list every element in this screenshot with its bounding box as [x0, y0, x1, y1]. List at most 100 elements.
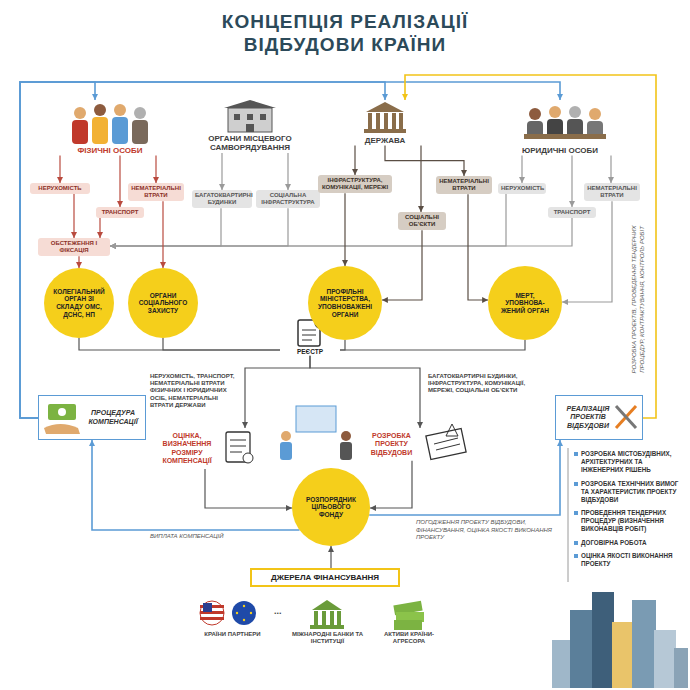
people-icon [134, 107, 146, 119]
node-label: ОРГАНИ МІСЦЕВОГО САМВОРЯДУВАННЯ [195, 134, 305, 153]
actor-group: ДЕРЖАВА [345, 100, 425, 145]
list-bracket [568, 448, 569, 582]
cash-icon [393, 601, 424, 630]
funding-source: КРАЇНИ ПАРТНЕРИ [195, 597, 270, 638]
flags-icon [236, 612, 238, 614]
actor-group: ОРГАНИ МІСЦЕВОГО САМВОРЯДУВАННЯ [195, 100, 305, 153]
node-label: СОЦІАЛЬНА ІНФРАСТРУКТУРА [259, 192, 317, 206]
implementation-box: РЕАЛІЗАЦІЯ ПРОЕКТІВ ВІДБУДОВИ [555, 395, 643, 440]
node-label: ДЕРЖАВА [345, 136, 425, 145]
state-building-icon [399, 113, 403, 129]
connector [370, 461, 412, 508]
authority-circle: КОЛЕГІАЛЬНИЙ ОРГАН ЗІ СКЛАДУ ОМС, ДСНС, … [44, 268, 114, 338]
text-wrap: РОЗПОРЯДНИК ЦІЛЬОВОГО ФОНДУ [299, 496, 363, 519]
object-pill: НЕРУХОМІСТЬ [498, 183, 546, 194]
money-hand-icon [44, 424, 80, 434]
list-item: ДОГОВІРНА РОБОТА [573, 539, 683, 547]
state-building-icon [364, 102, 406, 133]
evaluation-icon [230, 446, 246, 447]
loss-pill: ТРАНСПОРТ [96, 207, 144, 218]
connector [420, 145, 421, 212]
connector [20, 82, 560, 418]
node-label: ДЖЕРЕЛА ФІНАНСУВАННЯ [255, 573, 395, 582]
city-illustration [570, 610, 594, 688]
building-icon [224, 100, 276, 108]
fund-illustration [341, 431, 351, 441]
tools-icon [616, 406, 636, 428]
node-label: НЕМАТЕРІАЛЬНІ ВТРАТИ [131, 185, 181, 199]
list-item: ОЦІНКА ЯКОСТІ ВИКОНАННЯ ПРОЕКТУ [573, 552, 683, 568]
text-wrap: ПРОФІЛЬНІ МІНІСТЕРСТВА, УПОВНОВАЖЕНІ ОРГ… [315, 288, 375, 319]
bank-icon [314, 611, 318, 625]
city-illustration [674, 648, 688, 688]
money-hand-icon [48, 404, 76, 420]
connector [340, 340, 525, 350]
note: НЕРУХОМІСТЬ, ТРАНСПОРТ, НЕМАТЕРІАЛЬНІ ВТ… [150, 373, 238, 409]
connector [162, 201, 163, 268]
state-building-icon [384, 113, 388, 129]
authority-circle: МЕРТ, УПОВНОВА- ЖЕНИЙ ОРГАН [488, 266, 562, 340]
fund-illustration [340, 442, 352, 460]
registry-icon [302, 340, 312, 341]
state-building-icon [392, 113, 396, 129]
node-label: ІНФРАСТРУКТУРА, КОМУНІКАЦІЇ, МЕРЕЖІ [321, 177, 389, 191]
actor-group: ФІЗИЧНІ ОСОБИ [55, 100, 165, 155]
connector [20, 82, 385, 418]
flags-icon [200, 617, 224, 620]
node-label: МІЖНАРОДНІ БАНКИ ТА ІНСТИТУЦІЇ [285, 631, 370, 645]
process-step: ОЦІНКА, ВИЗНАЧЕННЯ РОЗМІРУ КОМПЕНСАЦІЇ [150, 428, 260, 469]
city-illustration [632, 600, 656, 688]
note: ... [274, 606, 290, 617]
bank-icon [322, 611, 326, 625]
procedure-box: ПРОЦЕДУРА КОМПЕНСАЦІЇ [38, 395, 146, 440]
flags-icon [200, 601, 224, 625]
node-label: РОЗРОБКА ПРОЕКТУ ВІДБУДОВИ [359, 432, 424, 457]
node-label: ОБСТЕЖЕННЯ І ФІКСАЦІЯ [41, 240, 107, 254]
business-people-icon [589, 108, 601, 120]
bank-icon [330, 611, 334, 625]
evaluation-icon [243, 453, 253, 463]
loss-pill: НЕМАТЕРІАЛЬНІ ВТРАТИ [128, 183, 184, 201]
title: КОНЦЕПЦІЯ РЕАЛІЗАЦІЇ ВІДБУДОВИ КРАЇНИ [195, 10, 495, 56]
city-illustration [654, 630, 676, 688]
tools-icon [616, 406, 636, 428]
node-label: ПРОЦЕДУРА КОМПЕНСАЦІЇ [87, 409, 139, 426]
flags-icon [243, 619, 245, 621]
connector [99, 218, 100, 238]
funding-box: ДЖЕРЕЛА ФІНАНСУВАННЯ [250, 568, 400, 587]
connector [78, 256, 79, 268]
business-people-icon [549, 106, 561, 118]
node-label: ФІЗИЧНІ ОСОБИ [55, 146, 165, 155]
blueprint-icon [434, 438, 458, 444]
connector [155, 155, 156, 183]
business-people-icon [569, 106, 581, 118]
people-icon [72, 104, 148, 144]
building-icon [247, 114, 253, 120]
node-label: КРАЇНИ ПАРТНЕРИ [195, 631, 270, 638]
people-icon [72, 120, 88, 144]
object-pill: СОЦІАЛЬНА ІНФРАСТРУКТУРА [256, 190, 320, 208]
money-hand-icon [44, 404, 80, 434]
connector [610, 155, 611, 183]
people-icon [132, 120, 148, 144]
people-icon [114, 104, 126, 116]
state-building-icon [364, 129, 406, 133]
fund-illustration [296, 406, 336, 432]
node-label: ОРГАНИ СОЦІАЛЬНОГО ЗАХИСТУ [135, 292, 191, 315]
city-illustration [612, 622, 634, 688]
loss-pill: ОБСТЕЖЕННЯ І ФІКСАЦІЯ [38, 238, 110, 256]
business-people-icon [524, 106, 606, 139]
bank-icon [312, 600, 342, 610]
actor-group: ЮРИДИЧНІ ОСОБИ [505, 100, 615, 155]
node-label: РОЗПОРЯДНИК ЦІЛЬОВОГО ФОНДУ [299, 496, 363, 519]
flags-icon [232, 601, 256, 625]
connector [330, 546, 331, 568]
object-pill: БАГАТОКВАРТИРНІ БУДИНКИ [192, 190, 252, 208]
connector [59, 155, 60, 183]
blueprint-icon [436, 444, 460, 450]
evaluation-icon [230, 440, 246, 441]
people-icon [112, 117, 128, 144]
text-wrap: КОЛЕГІАЛЬНИЙ ОРГАН ЗІ СКЛАДУ ОМС, ДСНС, … [51, 288, 107, 319]
